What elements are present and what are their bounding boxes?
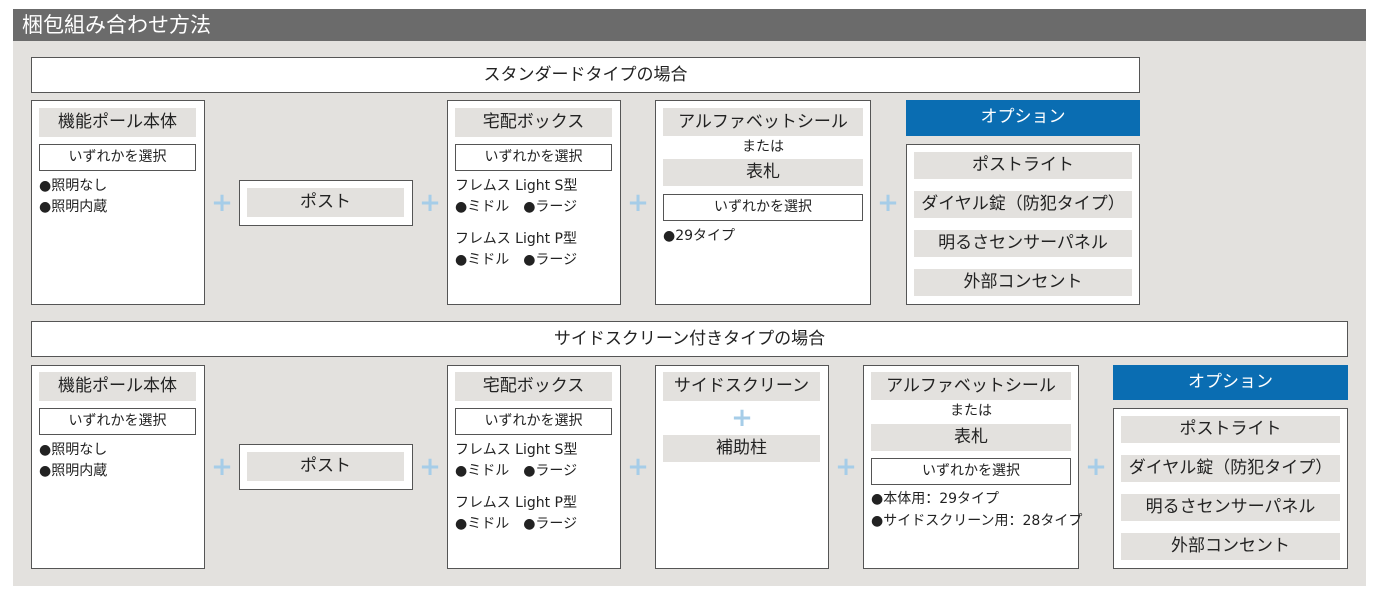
post-label: ポスト bbox=[247, 188, 404, 217]
delivery-sizes: ●ミドル ●ラージ bbox=[455, 463, 578, 479]
option-heading: オプション bbox=[1113, 365, 1348, 400]
select-label: いずれかを選択 bbox=[871, 458, 1071, 485]
alphabet-type: ●本体用：29タイプ bbox=[871, 491, 1000, 507]
delivery-p-type: フレムス Light P型 bbox=[455, 231, 578, 247]
delivery-sizes: ●ミドル ●ラージ bbox=[455, 252, 578, 268]
delivery-label: 宅配ボックス bbox=[455, 372, 612, 401]
option-item: 外部コンセント bbox=[1121, 533, 1340, 560]
sidescreen-label: サイドスクリーン bbox=[663, 372, 820, 401]
plus-icon: + bbox=[211, 188, 233, 218]
plus-icon: + bbox=[877, 188, 899, 218]
delivery-s-type: フレムス Light S型 bbox=[455, 178, 578, 194]
option-item: ポストライト bbox=[1121, 416, 1340, 443]
option-heading: オプション bbox=[906, 100, 1140, 136]
alphabet-label: アルファベットシール bbox=[871, 372, 1071, 400]
plus-icon: + bbox=[627, 452, 649, 482]
option-item: ダイヤル錠（防犯タイプ） bbox=[914, 191, 1132, 218]
select-label: いずれかを選択 bbox=[455, 408, 612, 435]
post-label: ポスト bbox=[247, 452, 404, 481]
option-item: 明るさセンサーパネル bbox=[914, 230, 1132, 257]
nameplate-label: 表札 bbox=[871, 424, 1071, 451]
option-item: 明るさセンサーパネル bbox=[1121, 494, 1340, 521]
alphabet-label: アルファベットシール bbox=[663, 108, 863, 136]
pole-option: ●照明内蔵 bbox=[39, 199, 108, 215]
or-label: または bbox=[950, 403, 992, 419]
delivery-p-type: フレムス Light P型 bbox=[455, 495, 578, 511]
pole-option: ●照明なし bbox=[39, 178, 108, 194]
option-item: ポストライト bbox=[914, 152, 1132, 179]
plus-icon: + bbox=[627, 188, 649, 218]
page-title: 梱包組み合わせ方法 bbox=[13, 9, 1366, 41]
select-label: いずれかを選択 bbox=[663, 194, 863, 221]
option-item: ダイヤル錠（防犯タイプ） bbox=[1121, 455, 1340, 482]
pole-label: 機能ポール本体 bbox=[39, 108, 196, 137]
select-label: いずれかを選択 bbox=[39, 408, 196, 435]
option-item: 外部コンセント bbox=[914, 269, 1132, 296]
delivery-sizes: ●ミドル ●ラージ bbox=[455, 199, 578, 215]
plus-icon: + bbox=[419, 452, 441, 482]
select-label: いずれかを選択 bbox=[455, 144, 612, 171]
delivery-sizes: ●ミドル ●ラージ bbox=[455, 516, 578, 532]
plus-icon: + bbox=[731, 403, 753, 433]
standard-heading: スタンダードタイプの場合 bbox=[31, 57, 1140, 93]
plus-icon: + bbox=[211, 452, 233, 482]
alphabet-type: ●29タイプ bbox=[663, 228, 736, 244]
delivery-s-type: フレムス Light S型 bbox=[455, 442, 578, 458]
select-label: いずれかを選択 bbox=[39, 144, 196, 171]
plus-icon: + bbox=[835, 452, 857, 482]
nameplate-label: 表札 bbox=[663, 159, 863, 186]
plus-icon: + bbox=[419, 188, 441, 218]
sidescreen-heading: サイドスクリーン付きタイプの場合 bbox=[31, 321, 1348, 357]
plus-icon: + bbox=[1085, 452, 1107, 482]
pole-option: ●照明内蔵 bbox=[39, 463, 108, 479]
pole-option: ●照明なし bbox=[39, 442, 108, 458]
alphabet-type: ●サイドスクリーン用：28タイプ bbox=[871, 513, 1083, 529]
or-label: または bbox=[742, 139, 784, 155]
pole-label: 機能ポール本体 bbox=[39, 372, 196, 401]
aux-pillar-label: 補助柱 bbox=[663, 435, 820, 462]
delivery-label: 宅配ボックス bbox=[455, 108, 612, 137]
